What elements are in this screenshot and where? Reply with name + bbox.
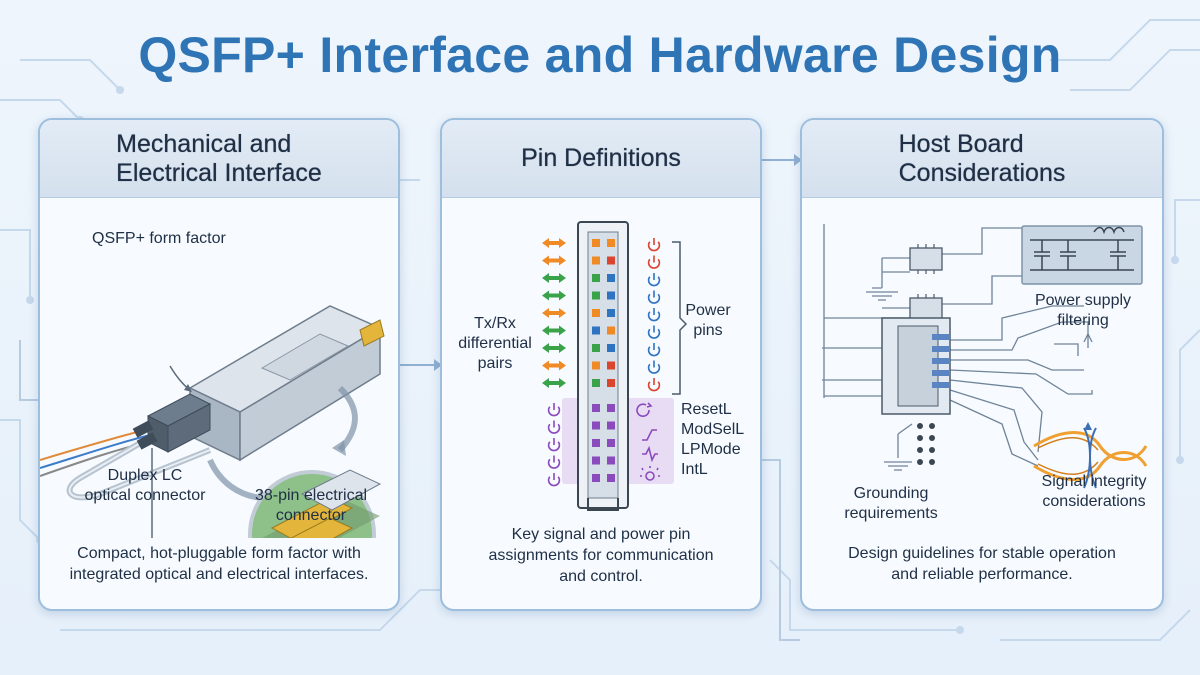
label-38-pin-connector: 38-pin electrical connector <box>254 487 368 524</box>
pin-square <box>607 256 615 265</box>
pin-square <box>607 239 615 247</box>
power-icon <box>647 255 661 269</box>
power-icon <box>547 420 561 434</box>
eye-diagram <box>1033 431 1148 481</box>
pin-square <box>592 439 600 447</box>
pin-square <box>607 439 615 447</box>
double-arrow-icon <box>542 290 566 301</box>
panel-description: Design guidelines for stable operation a… <box>848 545 1116 583</box>
label-txrx-pairs: Tx/Rx differential pairs <box>458 315 532 372</box>
qsfp-housing <box>188 305 385 462</box>
double-arrow-icon <box>542 360 566 371</box>
ground-via-grid <box>917 423 935 465</box>
pin-square <box>592 474 600 482</box>
label-power-filtering: Power supply filtering <box>1034 292 1132 329</box>
pin-square <box>592 421 600 430</box>
arrow-right-icon <box>434 154 802 371</box>
pin-square <box>592 326 600 335</box>
pin-square <box>592 291 600 300</box>
page-title: QSFP+ Interface and Hardware Design <box>138 27 1062 83</box>
pin-square <box>592 344 600 352</box>
panel-mechanical-electrical: Mechanical and Electrical Interface <box>38 118 400 611</box>
panel-description: Key signal and power pin assignments for… <box>488 526 714 585</box>
pin-square <box>592 239 600 247</box>
double-arrow-icon <box>542 378 566 388</box>
pin-square <box>607 361 615 370</box>
power-icon <box>647 308 661 322</box>
pin-square <box>592 274 600 282</box>
pin-square <box>592 456 600 465</box>
pin-square <box>592 256 600 265</box>
pin-rows <box>542 238 661 487</box>
power-icon <box>647 325 661 339</box>
pin-square <box>607 326 615 335</box>
panel-heading: Pin Definitions <box>521 144 681 172</box>
pin-square <box>592 309 600 317</box>
power-icon <box>547 455 561 469</box>
double-arrow-icon <box>542 255 566 266</box>
pin-square <box>607 344 615 352</box>
host-board-diagram <box>822 224 1148 489</box>
double-arrow-icon <box>542 308 566 318</box>
power-icon <box>547 473 561 487</box>
filter-circuit <box>1030 226 1134 271</box>
double-arrow-icon <box>542 238 566 248</box>
panel-pin-definitions: Pin Definitions Tx/Rx differential pairs… <box>440 118 762 611</box>
power-icon <box>647 238 661 252</box>
pin-square <box>592 361 600 370</box>
power-filter-box <box>1021 225 1143 285</box>
lpmode-icon <box>642 445 658 463</box>
power-icon <box>647 378 661 392</box>
pin-square <box>592 404 600 412</box>
pin-square <box>607 274 615 282</box>
label-grounding: Grounding requirements <box>844 485 938 522</box>
modsel-icon <box>642 429 657 441</box>
ic-component <box>909 297 943 321</box>
ic-component <box>909 247 943 271</box>
interrupt-icon <box>645 471 655 481</box>
pin-square <box>607 474 615 482</box>
pin-square <box>607 421 615 430</box>
electrical-connector-zoom <box>248 469 382 538</box>
pin-square <box>607 456 615 465</box>
pin-square <box>607 404 615 412</box>
qsfp-module-illustration <box>40 305 385 538</box>
pin-square <box>607 379 615 387</box>
power-icon <box>647 343 661 357</box>
power-icon <box>547 438 561 452</box>
pin-map-diagram <box>542 221 688 511</box>
panel-description: Compact, hot-pluggable form factor with … <box>69 545 369 583</box>
panel-heading: Mechanical and Electrical Interface <box>116 129 322 187</box>
power-icon <box>647 290 661 304</box>
lc-connector <box>132 393 212 453</box>
panel-heading: Host Board Considerations <box>898 129 1066 187</box>
pin-square <box>607 291 615 300</box>
pin-name-intl: IntL <box>681 461 708 478</box>
control-pin-icons <box>636 402 660 481</box>
label-signal-integrity: Signal integrity considerations <box>1041 473 1147 510</box>
panel-host-board: Host Board Considerations <box>800 118 1164 611</box>
label-form-factor: QSFP+ form factor <box>92 230 226 247</box>
pin-name-lpmode: LPMode <box>681 441 741 458</box>
reset-icon <box>636 403 650 417</box>
double-arrow-icon <box>542 343 566 353</box>
pin-square <box>607 309 615 317</box>
panel-header: Host Board Considerations <box>802 120 1162 198</box>
double-arrow-icon <box>542 325 566 336</box>
pin-square <box>592 379 600 387</box>
power-icon <box>647 273 661 287</box>
pin-name-resetl: ResetL <box>681 401 732 418</box>
label-lc-connector: Duplex LC optical connector <box>84 467 206 504</box>
power-pins-brace <box>672 241 688 395</box>
power-icon <box>647 360 661 374</box>
panel-header: Pin Definitions <box>442 120 760 198</box>
power-icon <box>547 403 561 417</box>
panel-header: Mechanical and Electrical Interface <box>40 120 398 198</box>
pin-name-modsell: ModSelL <box>681 421 745 438</box>
double-arrow-icon <box>542 273 566 283</box>
label-power-pins: Power pins <box>685 302 731 339</box>
